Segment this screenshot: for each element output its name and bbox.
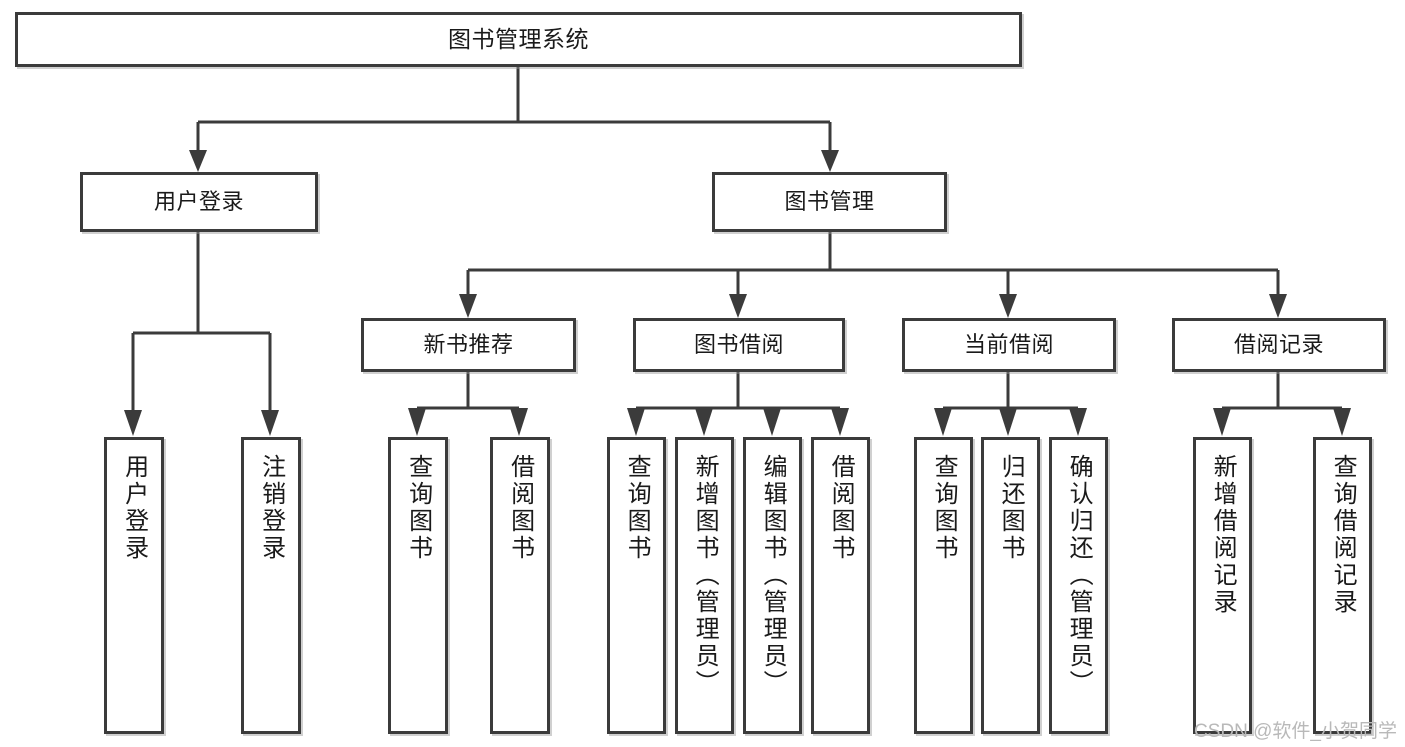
arrowhead-current-borrow: [999, 294, 1017, 318]
leaf-borrow-book-recommend[interactable]: 借阅图书: [490, 437, 550, 734]
leaf-logout[interactable]: 注销登录: [241, 437, 301, 734]
arrowhead-leaf-user-login: [124, 410, 142, 436]
arrowhead-leaf-query-record: [1333, 408, 1351, 436]
watermark-text: CSDN @软件_小贺同学: [1194, 721, 1397, 742]
node-current-borrow[interactable]: 当前借阅: [902, 318, 1116, 372]
leaf-user-login-label: 用户登录: [120, 454, 148, 562]
node-new-book-recommend-label: 新书推荐: [423, 332, 514, 358]
leaf-add-book[interactable]: 新增图书（管理员）: [675, 437, 734, 734]
leaf-query-borrow-record-label: 查询借阅记录: [1329, 454, 1357, 616]
arrowhead-user-login: [189, 150, 207, 172]
arrowhead-book-manage: [821, 150, 839, 172]
arrowhead-leaf-query-book-3: [934, 408, 952, 436]
node-user-login[interactable]: 用户登录: [80, 172, 318, 232]
leaf-query-book-borrow-label: 查询图书: [623, 454, 651, 562]
leaf-add-book-label: 新增图书（管理员）: [691, 454, 719, 697]
leaf-confirm-return-label: 确认归还（管理员）: [1065, 454, 1093, 697]
leaf-confirm-return[interactable]: 确认归还（管理员）: [1049, 437, 1108, 734]
leaf-add-borrow-record[interactable]: 新增借阅记录: [1193, 437, 1252, 734]
arrowhead-leaf-confirm-return: [1069, 408, 1087, 436]
leaf-borrow-book-label: 借阅图书: [827, 454, 855, 562]
arrowhead-leaf-edit-book: [763, 408, 781, 436]
leaf-borrow-book[interactable]: 借阅图书: [811, 437, 870, 734]
arrowhead-leaf-query-book-1: [408, 408, 426, 436]
leaf-query-book-borrow[interactable]: 查询图书: [607, 437, 666, 734]
node-book-management[interactable]: 图书管理: [712, 172, 947, 232]
leaf-query-book-recommend[interactable]: 查询图书: [388, 437, 448, 734]
leaf-edit-book-label: 编辑图书（管理员）: [759, 454, 787, 697]
node-root-label: 图书管理系统: [448, 26, 589, 53]
arrowhead-leaf-query-book-2: [627, 408, 645, 436]
leaf-add-borrow-record-label: 新增借阅记录: [1209, 454, 1237, 616]
node-borrow-record-label: 借阅记录: [1233, 332, 1324, 358]
node-current-borrow-label: 当前借阅: [963, 332, 1054, 358]
leaf-borrow-book-recommend-label: 借阅图书: [506, 454, 534, 562]
node-book-borrow-label: 图书借阅: [693, 332, 784, 358]
arrowhead-book-borrow: [729, 294, 747, 318]
node-user-login-label: 用户登录: [153, 189, 244, 215]
arrowhead-borrow-record: [1269, 294, 1287, 318]
arrowhead-leaf-borrow-book-1: [510, 408, 528, 436]
leaf-query-book-current-label: 查询图书: [930, 454, 958, 562]
arrowhead-leaf-return-book: [999, 408, 1017, 436]
leaf-user-login[interactable]: 用户登录: [104, 437, 164, 734]
leaf-return-book-label: 归还图书: [997, 454, 1025, 562]
node-book-management-label: 图书管理: [784, 189, 875, 215]
node-root-system[interactable]: 图书管理系统: [15, 12, 1022, 67]
arrowhead-leaf-add-book: [695, 408, 713, 436]
leaf-query-borrow-record[interactable]: 查询借阅记录: [1313, 437, 1372, 734]
arrowhead-leaf-logout: [261, 410, 279, 436]
leaf-query-book-current[interactable]: 查询图书: [914, 437, 973, 734]
leaf-logout-label: 注销登录: [257, 454, 285, 562]
arrowhead-leaf-borrow-book-2: [831, 408, 849, 436]
leaf-return-book[interactable]: 归还图书: [981, 437, 1040, 734]
node-borrow-record[interactable]: 借阅记录: [1172, 318, 1386, 372]
arrowhead-new-book: [459, 294, 477, 318]
arrowhead-leaf-add-record: [1213, 408, 1231, 436]
node-book-borrow[interactable]: 图书借阅: [633, 318, 845, 372]
leaf-edit-book[interactable]: 编辑图书（管理员）: [743, 437, 802, 734]
leaf-query-book-recommend-label: 查询图书: [404, 454, 432, 562]
node-new-book-recommend[interactable]: 新书推荐: [361, 318, 576, 372]
